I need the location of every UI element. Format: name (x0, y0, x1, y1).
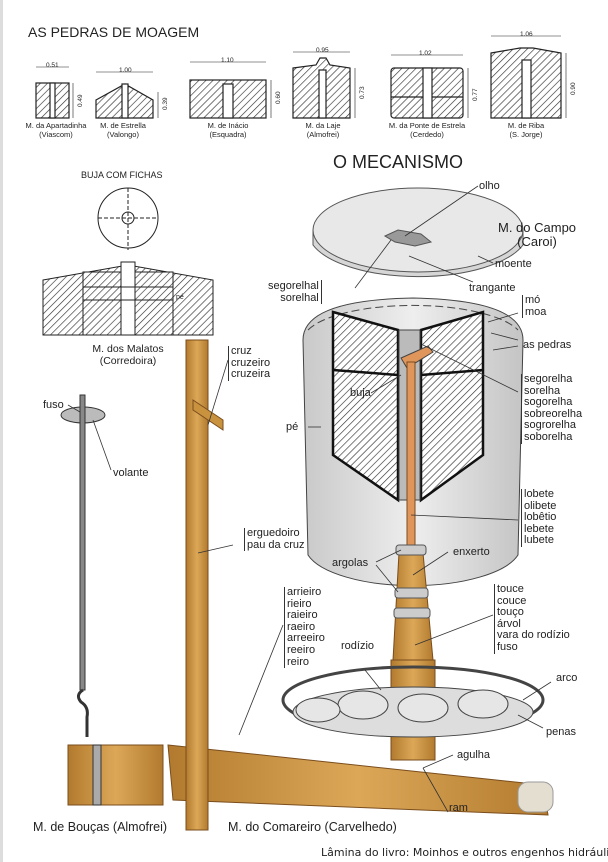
fuso-assembly (60, 394, 164, 806)
stone-apartadinha (35, 66, 74, 119)
stone-diameter: 1.02 (419, 50, 432, 57)
stone-diameter: 1.06 (520, 31, 533, 38)
stone-height: 0.73 (359, 86, 366, 99)
stone-diameter: 0.95 (316, 47, 329, 54)
buja-title: BUJA COM FICHAS (81, 170, 163, 180)
label-fuso: fuso (43, 399, 64, 411)
label-agulha: agulha (457, 749, 491, 761)
stone-caption: M. de Inácio(Esquadra) (207, 121, 249, 139)
label-ram: ram (449, 802, 468, 814)
label-penas: penas (546, 726, 576, 738)
label-trangante: trangante (469, 282, 516, 294)
stone-caption: M. da Apartadinha(Viascom) (25, 121, 87, 139)
label-pe: pé (286, 421, 299, 433)
millstone-sections (35, 35, 567, 119)
stone-inacio (189, 61, 272, 119)
drawing (35, 35, 567, 831)
label-as-pedras: as pedras (523, 339, 572, 351)
stone-caption: M. de Riba(S. Jorge) (507, 121, 545, 139)
wooden-beams (167, 339, 554, 831)
stone-caption: M. da Ponte de Estrela(Cerdedo) (388, 121, 466, 139)
label-volante: volante (113, 467, 149, 479)
leader-lines (67, 185, 552, 813)
mechanism-title: O MECANISMO (333, 152, 464, 172)
label-argolas: argolas (332, 557, 369, 569)
stone-caption: M. de Estrella(Valongo) (100, 121, 146, 139)
stone-caption: M. da Laje(Almofrei) (305, 121, 341, 139)
label-buja: buja (350, 387, 371, 399)
stone-height: 0.49 (77, 94, 84, 107)
stone-diameter: 0.51 (46, 62, 59, 69)
stone-diameter: 1.10 (221, 57, 234, 64)
label-enxerto: enxerto (453, 546, 490, 558)
stone-laje (292, 51, 356, 119)
label-rodizio: rodízio (341, 640, 375, 652)
label-moente: moente (495, 258, 532, 270)
buja-pe-label: pé (176, 294, 184, 301)
stone-height: 0.39 (162, 97, 169, 110)
buja-caption: M. dos Malatos(Corredoira) (92, 343, 164, 367)
runner-stone-disc (312, 187, 524, 278)
water-wheel-rodizio (281, 665, 545, 738)
stone-height: 0.60 (275, 91, 282, 104)
stone-diameter: 1.00 (119, 67, 132, 74)
buja-diagram (42, 187, 214, 336)
label-arco: arco (556, 672, 578, 684)
stone-estrella (95, 71, 159, 119)
campo-caption: M. do Campo(Caroi) (498, 220, 577, 249)
stone-riba (490, 35, 567, 119)
boucas-caption: M. de Bouças (Almofrei) (33, 820, 168, 834)
stones-title: AS PEDRAS DE MOAGEM (28, 24, 200, 40)
stone-height: 0.90 (570, 82, 577, 95)
stone-ponte-estrela (390, 54, 469, 119)
footer-credit: Lâmina do livro: Moinhos e outros engenh… (321, 846, 608, 859)
stone-height: 0.77 (472, 88, 479, 101)
comareiro-caption: M. do Comareiro (Carvelhedo) (228, 820, 397, 834)
label-olho: olho (479, 180, 500, 192)
